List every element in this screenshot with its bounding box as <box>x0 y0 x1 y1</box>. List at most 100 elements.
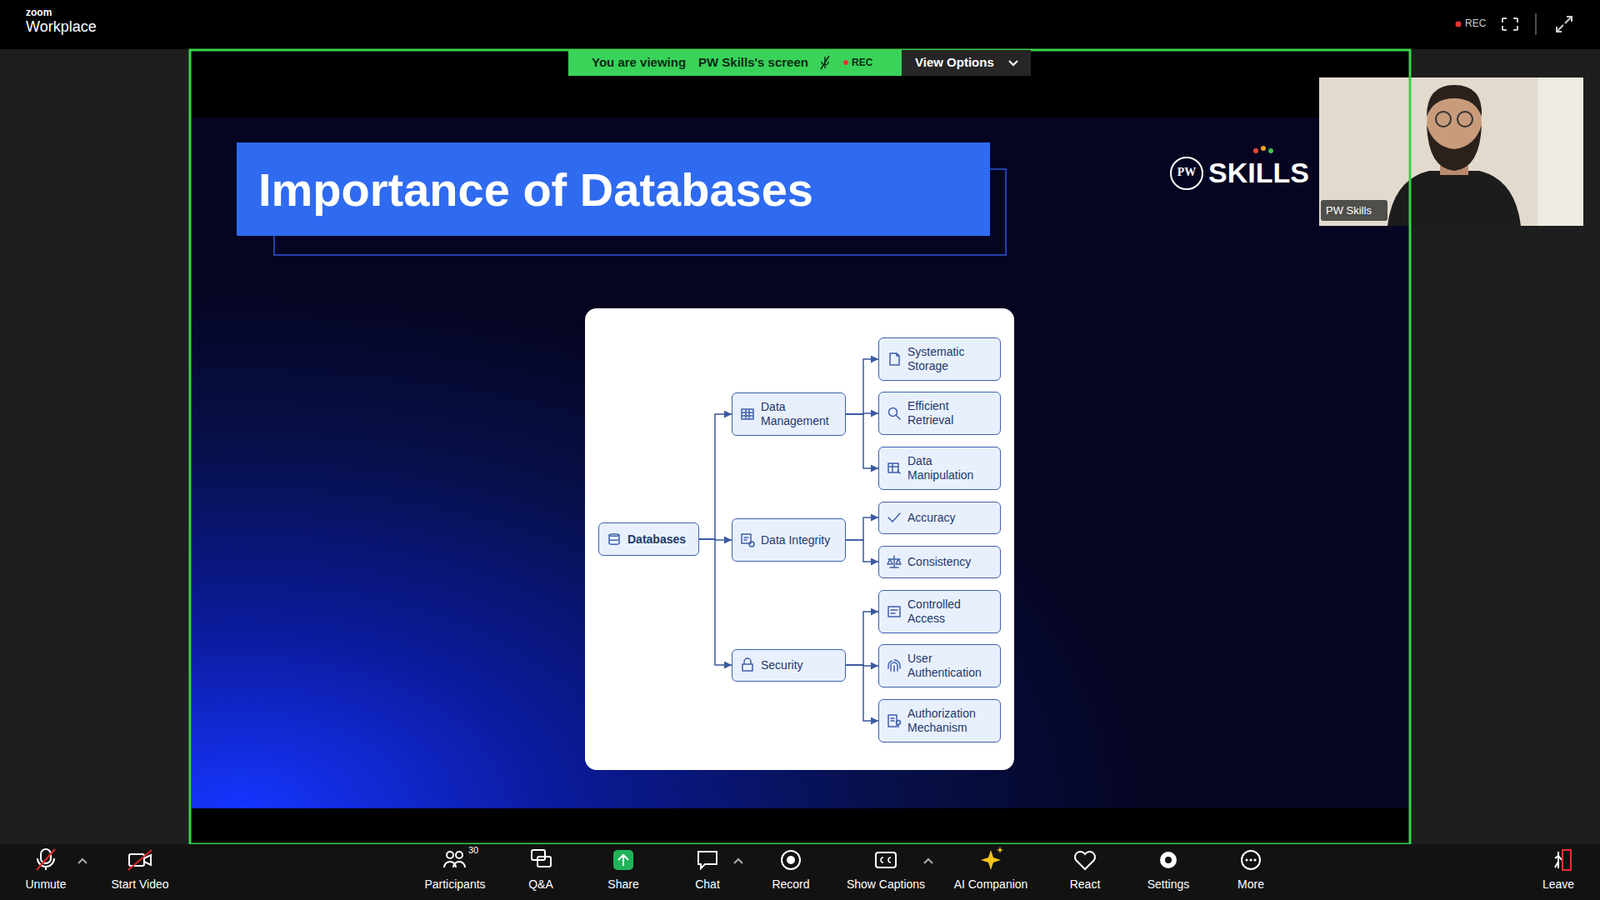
toolbar-label: More <box>1237 877 1265 892</box>
process-box: Efficient Retrieval <box>878 391 1001 435</box>
node-text-group: Data Manipulation <box>907 454 994 483</box>
rec-dot <box>1455 21 1462 28</box>
rec-indicator: REC <box>1465 17 1486 30</box>
camera-icon <box>129 854 145 866</box>
connector-arrow <box>845 611 879 665</box>
logo-mark: PW <box>1177 165 1197 180</box>
node-icon <box>885 460 903 477</box>
toolbar-label: Start Video <box>110 877 169 892</box>
leave-icon <box>1562 850 1571 870</box>
record-icon <box>786 855 795 865</box>
node-text-group: Data Integrity <box>760 533 830 548</box>
connector-arrow <box>845 517 879 540</box>
node-icon <box>885 509 903 526</box>
more-icon <box>1253 858 1256 861</box>
node-text-group: Consistency <box>907 555 971 570</box>
slide-ground <box>191 117 1409 809</box>
ai-icon <box>980 850 1001 870</box>
connector-arrow <box>699 414 732 540</box>
logo-dot <box>1268 148 1274 154</box>
video-tile <box>1319 77 1584 226</box>
share-icon <box>613 850 634 870</box>
participants-icon <box>446 851 454 859</box>
node-icon <box>885 405 903 422</box>
connector-arrow <box>845 414 879 469</box>
person-hair <box>1426 85 1482 117</box>
node-text-group: Systematic Storage <box>907 345 994 374</box>
toolbar-label: Share <box>607 877 639 892</box>
captions-icon <box>880 857 891 863</box>
person-body <box>1387 170 1521 226</box>
toolbar <box>0 844 1600 900</box>
participant-name: PW Skills <box>1325 204 1372 218</box>
captions-icon <box>875 852 896 868</box>
caret-icon <box>924 859 933 864</box>
connector-arrow <box>699 539 732 665</box>
node-icon <box>739 656 756 674</box>
node-icon <box>888 660 900 672</box>
mute-slash <box>36 849 55 870</box>
node-label: Efficient Retrieval <box>907 399 994 428</box>
node-icon <box>889 408 901 420</box>
node-label: Data Integrity <box>760 533 830 548</box>
process-box: User Authentication <box>878 644 1001 688</box>
node-icon <box>888 513 900 522</box>
toolbar-label: Record <box>771 877 810 892</box>
toolbar-label: Chat <box>695 877 720 892</box>
logo-dot <box>1253 148 1259 154</box>
process-box: Accuracy <box>878 501 1001 535</box>
node-label: Controlled Access <box>907 597 994 626</box>
settings-icon <box>1160 851 1177 869</box>
stage <box>0 49 1600 845</box>
banner-text: PW Skills's screen <box>698 55 809 70</box>
share-icon <box>618 855 629 866</box>
diagram-panel <box>585 308 1015 770</box>
node-icon <box>885 657 903 675</box>
process-box: Authorization Mechanism <box>878 699 1001 743</box>
node-label: Accuracy <box>907 510 956 525</box>
app-name: Workplace <box>25 18 97 37</box>
node-label: Data Manipulation <box>907 454 994 483</box>
node-icon <box>885 712 903 730</box>
name-chip <box>1320 200 1388 221</box>
toolbar-label: Leave <box>1542 877 1575 892</box>
process-box: Systematic Storage <box>878 337 1001 381</box>
logo-dot <box>1260 145 1266 151</box>
node-icon <box>605 530 623 548</box>
video-wall <box>1537 77 1584 226</box>
connector-arrow <box>845 540 879 562</box>
toolbar-label: Settings <box>1147 877 1190 892</box>
toolbar-label: Participants <box>424 877 485 892</box>
participant-count: 30 <box>468 845 479 856</box>
node-icon <box>741 409 754 420</box>
title-band <box>236 142 990 236</box>
node-label: Systematic Storage <box>907 345 994 374</box>
process-box: Security <box>731 649 846 682</box>
node-icon <box>885 553 903 570</box>
node-label: Data Management <box>760 400 839 429</box>
person-beard <box>1426 125 1482 171</box>
process-box: Data Management <box>731 392 846 436</box>
caret-icon <box>734 859 743 864</box>
toolbar-label: React <box>1070 877 1101 892</box>
person-glasses <box>1457 111 1473 127</box>
node-label: User Authentication <box>907 651 994 680</box>
qa-icon <box>537 856 551 867</box>
node-icon <box>890 353 900 365</box>
node-icon <box>885 350 903 368</box>
process-box: Data Manipulation <box>878 446 1001 490</box>
react-icon <box>1075 851 1095 870</box>
process-box: Consistency <box>878 545 1001 579</box>
node-icon <box>739 531 756 549</box>
divider <box>1535 13 1537 35</box>
rec-dot <box>843 60 849 65</box>
node-icon <box>609 534 620 545</box>
record-icon <box>781 850 800 870</box>
node-text-group: Accuracy <box>907 510 956 525</box>
rec-indicator: REC <box>851 56 873 69</box>
participants-icon <box>444 861 465 868</box>
node-text-group: User Authentication <box>907 651 994 680</box>
connector-arrow <box>845 665 879 721</box>
node-text-group: Databases <box>627 532 686 547</box>
